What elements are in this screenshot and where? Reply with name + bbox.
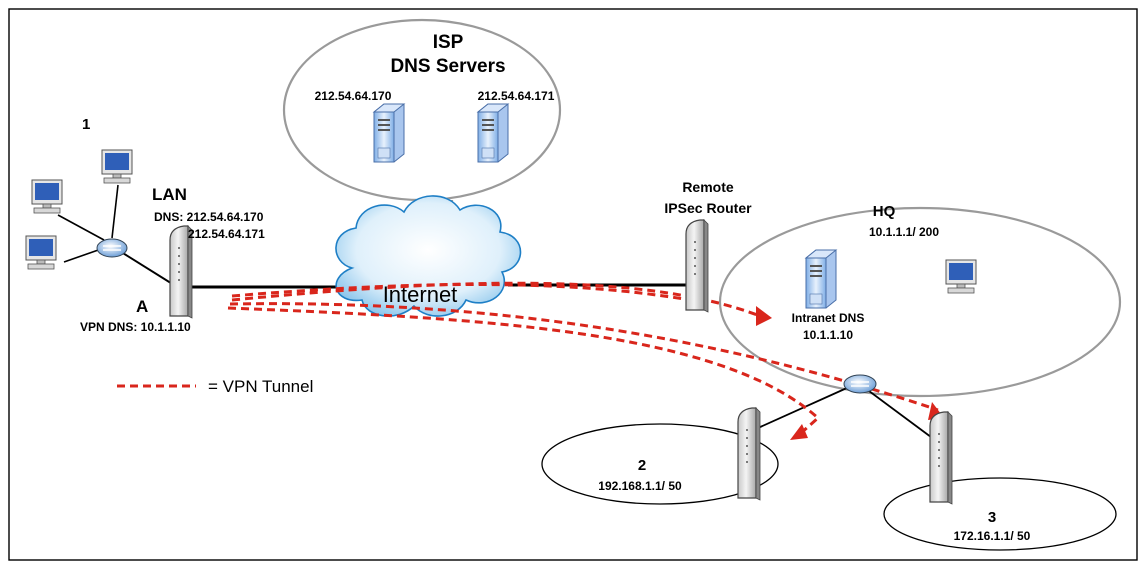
isp-dns-server-icon-2 <box>477 103 509 163</box>
arrowhead-branch2 <box>790 424 808 440</box>
router-a-label: A <box>136 297 148 316</box>
link-hub-branch3 <box>864 387 936 441</box>
lan-switch-icon <box>96 238 128 258</box>
lan-pc-icon-1 <box>101 149 133 184</box>
site-1-label: 1 <box>82 116 90 133</box>
hq-label: HQ <box>873 203 896 220</box>
intranet-dns-server-icon <box>805 249 837 309</box>
isp-title: ISP <box>433 32 464 53</box>
isp-dns-server-icon-1 <box>373 103 405 163</box>
isp-server1-ip: 212.54.64.170 <box>315 89 392 103</box>
link-hub-branch2 <box>757 382 859 429</box>
branch2-ellipse <box>541 423 779 505</box>
tunnel-to-branch2 <box>227 306 821 436</box>
legend-label: = VPN Tunnel <box>208 377 313 396</box>
hq-subnet: 10.1.1.1/ 200 <box>869 225 939 239</box>
isp-ellipse <box>282 18 562 202</box>
branch2-number: 2 <box>638 457 646 474</box>
lan-pc-icon-2 <box>31 179 63 214</box>
remote-label-line2: IPSec Router <box>664 200 752 216</box>
hq-ellipse <box>718 206 1122 398</box>
lan-pc-icon-3 <box>25 235 57 270</box>
link-pc2 <box>57 214 105 241</box>
arrowhead-hq <box>756 306 772 326</box>
branch3-subnet: 172.16.1.1/ 50 <box>954 529 1031 543</box>
branch2-subnet: 192.168.1.1/ 50 <box>598 479 682 493</box>
remote-router-icon <box>685 219 709 313</box>
vpn-dns-label: VPN DNS: 10.1.1.10 <box>80 320 191 334</box>
hq-hub-icon <box>843 374 877 394</box>
vpn-tunnels <box>227 281 939 436</box>
tunnel-arrowheads <box>756 306 944 440</box>
remote-label-line1: Remote <box>682 179 734 195</box>
link-pc1 <box>111 184 119 239</box>
tunnel-to-remote-router <box>231 283 691 302</box>
intranet-dns-ip: 10.1.1.10 <box>803 328 853 342</box>
isp-server2-ip: 212.54.64.171 <box>478 89 555 103</box>
isp-subtitle: DNS Servers <box>390 56 505 77</box>
intranet-dns-label: Intranet DNS <box>792 311 865 325</box>
lan-label: LAN <box>152 185 187 204</box>
branch2-router-icon <box>737 407 761 501</box>
hq-pc-icon <box>945 259 977 294</box>
branch3-number: 3 <box>988 509 996 526</box>
diagram-frame <box>8 8 1138 561</box>
tunnel-to-branch3 <box>229 302 939 412</box>
branch3-router-icon <box>929 411 953 505</box>
lan-dns-line2: 212.54.64.171 <box>188 227 265 241</box>
lan-dns-line1: DNS: 212.54.64.170 <box>154 210 264 224</box>
